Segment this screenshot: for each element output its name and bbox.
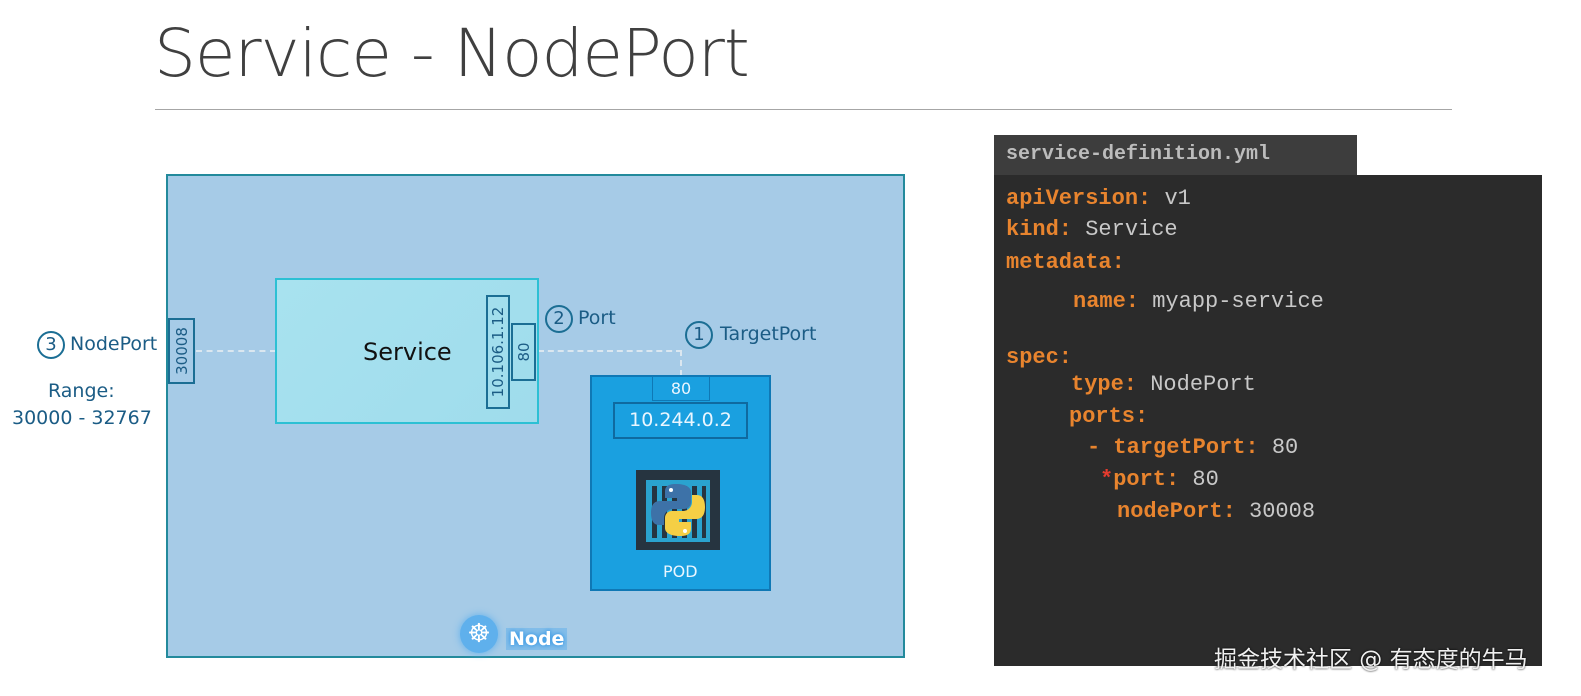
title-divider (155, 109, 1452, 110)
yaml-line-apiversion: apiVersion: v1 (1006, 188, 1191, 210)
nodeport-value: 30008 (172, 327, 191, 375)
yaml-value: NodePort (1150, 372, 1256, 397)
yaml-value: 30008 (1249, 499, 1316, 524)
yaml-value: 80 (1192, 467, 1219, 492)
callout-number-targetport: 1 (685, 321, 713, 349)
yaml-value: Service (1085, 217, 1178, 242)
yaml-line-type: type: NodePort (1071, 374, 1256, 396)
range-value: 30000 - 32767 (12, 407, 152, 429)
watermark: 掘金技术社区 @ 有态度的牛马 (1214, 647, 1528, 673)
yaml-code-panel (994, 175, 1542, 666)
yaml-line-ports: ports: (1069, 406, 1148, 428)
pod-ip: 10.244.0.2 (613, 402, 748, 439)
yaml-value: 80 (1271, 435, 1299, 460)
pod-label: POD (663, 562, 698, 581)
yaml-key: metadata: (1006, 250, 1125, 275)
yaml-line-name: name: myapp-service (1073, 291, 1324, 313)
yaml-key: apiVersion: (1006, 186, 1152, 211)
yaml-key: port: (1113, 467, 1180, 492)
service-ip: 10.106.1.12 (489, 306, 507, 398)
yaml-key: kind: (1006, 217, 1073, 242)
yaml-key: spec: (1006, 345, 1073, 370)
service-box (275, 278, 539, 424)
kubernetes-helm-icon: ☸ (460, 615, 498, 653)
python-container-icon (636, 470, 720, 550)
targetport-connector-line (680, 350, 682, 376)
service-port: 80 (514, 342, 533, 362)
yaml-value: v1 (1164, 186, 1191, 211)
yaml-line-kind: kind: Service (1006, 219, 1178, 241)
yaml-line-targetport: - targetPort: 80 (1087, 437, 1298, 459)
callout-label-port: Port (578, 307, 616, 329)
yaml-key: type: (1071, 372, 1138, 397)
nodeport-box: 30008 (168, 318, 195, 384)
nodeport-connector-line (196, 350, 276, 352)
callout-number-nodeport: 3 (37, 331, 65, 359)
service-ip-box: 10.106.1.12 (486, 295, 510, 409)
yaml-list-dash: - (1087, 435, 1101, 460)
callout-label-targetport: TargetPort (720, 323, 817, 345)
service-port-box: 80 (511, 323, 536, 381)
callout-label-nodeport: NodePort (70, 333, 158, 355)
node-label: Node (506, 628, 568, 650)
yaml-line-metadata: metadata: (1006, 252, 1125, 274)
yaml-file-tab: service-definition.yml (994, 135, 1357, 175)
yaml-key: ports: (1069, 404, 1149, 429)
yaml-value: myapp-service (1152, 289, 1324, 314)
required-asterisk: * (1100, 467, 1114, 492)
yaml-line-nodeport: nodePort: 30008 (1117, 501, 1315, 523)
yaml-key: name: (1073, 289, 1140, 314)
slide-title: Service - NodePort (154, 15, 750, 92)
service-label: Service (363, 338, 452, 366)
yaml-key: nodePort: (1117, 499, 1236, 524)
pod-port: 80 (652, 376, 710, 401)
yaml-key: targetPort: (1113, 435, 1259, 460)
yaml-line-port: *port: 80 (1100, 469, 1219, 491)
yaml-line-spec: spec: (1006, 347, 1072, 369)
port-connector-line (538, 350, 682, 352)
range-label: Range: (48, 380, 115, 402)
callout-number-port: 2 (545, 305, 573, 333)
